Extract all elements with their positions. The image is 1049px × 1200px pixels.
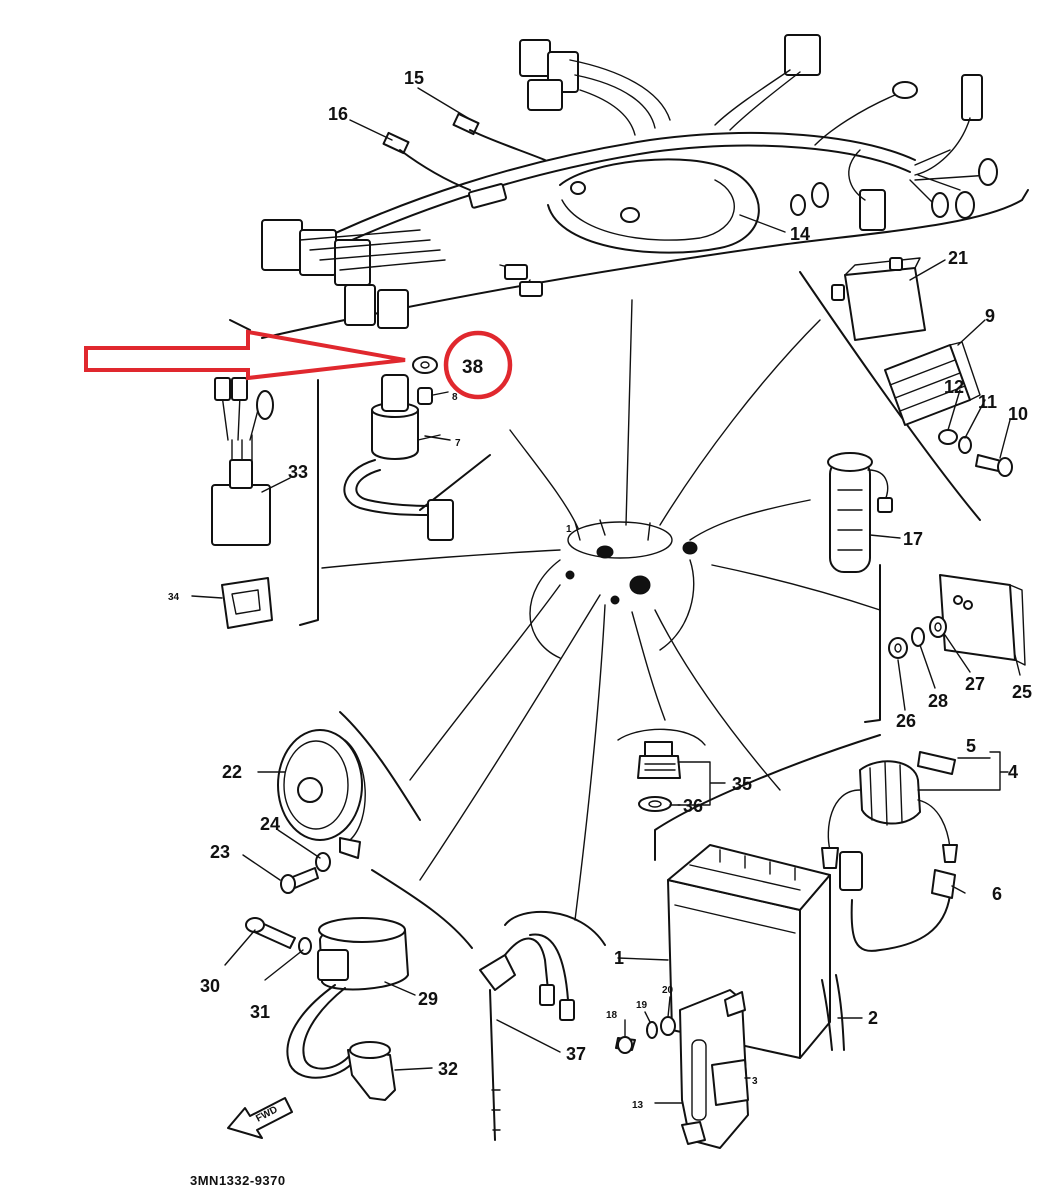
bracket-13 <box>679 989 749 1149</box>
callout-18: 18 <box>606 1010 618 1021</box>
component-21 <box>831 257 926 341</box>
hardware-18-20 <box>615 1016 676 1054</box>
hardware-23-24 <box>280 852 331 894</box>
callout-17: 17 <box>903 529 923 549</box>
callout-33: 33 <box>288 462 308 482</box>
callout-1a: 1 <box>566 524 572 535</box>
callout-20: 20 <box>662 985 674 996</box>
callout-22: 22 <box>222 762 242 782</box>
highlight-annotation <box>84 329 513 400</box>
callout-2: 2 <box>868 1008 878 1028</box>
component-29 <box>286 917 409 1079</box>
callout-34: 34 <box>168 592 180 603</box>
fwd-arrow: FWD <box>227 1097 293 1139</box>
callout-31: 31 <box>250 1002 270 1022</box>
callout-8: 8 <box>452 392 458 403</box>
callout-29: 29 <box>418 989 438 1009</box>
callout-14: 14 <box>790 224 810 244</box>
callout-15: 15 <box>404 68 424 88</box>
callout-7: 7 <box>455 438 461 449</box>
highlight-arrow <box>84 329 406 381</box>
callout-21: 21 <box>948 248 968 268</box>
harness-bands <box>382 112 546 209</box>
callout-23: 23 <box>210 842 230 862</box>
component-35 <box>617 728 706 812</box>
component-9 <box>884 341 981 426</box>
wire-hub <box>565 519 698 605</box>
callout-4: 4 <box>1008 762 1018 782</box>
component-22 <box>277 729 366 859</box>
callout-1b: 1 <box>614 948 624 968</box>
callout-12: 12 <box>944 377 964 397</box>
callout-27: 27 <box>965 674 985 694</box>
callout-25: 25 <box>1012 682 1032 702</box>
callout-26: 26 <box>896 711 916 731</box>
callout-35: 35 <box>732 774 752 794</box>
component-34 <box>221 577 273 629</box>
wire-branches <box>321 299 881 921</box>
highlight-circle <box>443 330 513 400</box>
callout-36: 36 <box>683 796 703 816</box>
component-33 <box>211 377 274 546</box>
part-callouts: 15 16 14 38 8 7 21 9 12 11 10 17 25 27 2… <box>168 68 1032 1111</box>
callout-16: 16 <box>328 104 348 124</box>
callout-10: 10 <box>1008 404 1028 424</box>
component-32 <box>347 1041 396 1101</box>
component-6 <box>850 869 956 952</box>
section-borders <box>229 189 1029 949</box>
callout-6: 6 <box>992 884 1002 904</box>
callout-5: 5 <box>966 736 976 756</box>
component-37 <box>479 933 575 1141</box>
callout-19: 19 <box>636 1000 648 1011</box>
component-17 <box>827 452 893 573</box>
callout-11: 11 <box>978 392 997 412</box>
component-4 <box>821 751 958 891</box>
component-25 <box>939 574 1026 666</box>
callout-24: 24 <box>260 814 280 834</box>
callout-32: 32 <box>438 1059 458 1079</box>
hardware-30-31 <box>245 917 312 955</box>
component-2 <box>821 974 845 1051</box>
component-7 <box>343 356 454 541</box>
leader-lines <box>191 87 1021 1104</box>
callout-38: 38 <box>462 357 483 378</box>
callout-9: 9 <box>985 306 995 326</box>
hardware-26-28 <box>888 616 947 659</box>
hardware-10-12 <box>938 429 1013 477</box>
drawing-number: 3MN1332-9370 <box>190 1173 286 1188</box>
callout-13: 13 <box>632 1100 644 1111</box>
callout-37: 37 <box>566 1044 586 1064</box>
callout-28: 28 <box>928 691 948 711</box>
main-harness <box>261 34 998 329</box>
callout-30: 30 <box>200 976 220 996</box>
callout-3: 3 <box>752 1076 758 1087</box>
